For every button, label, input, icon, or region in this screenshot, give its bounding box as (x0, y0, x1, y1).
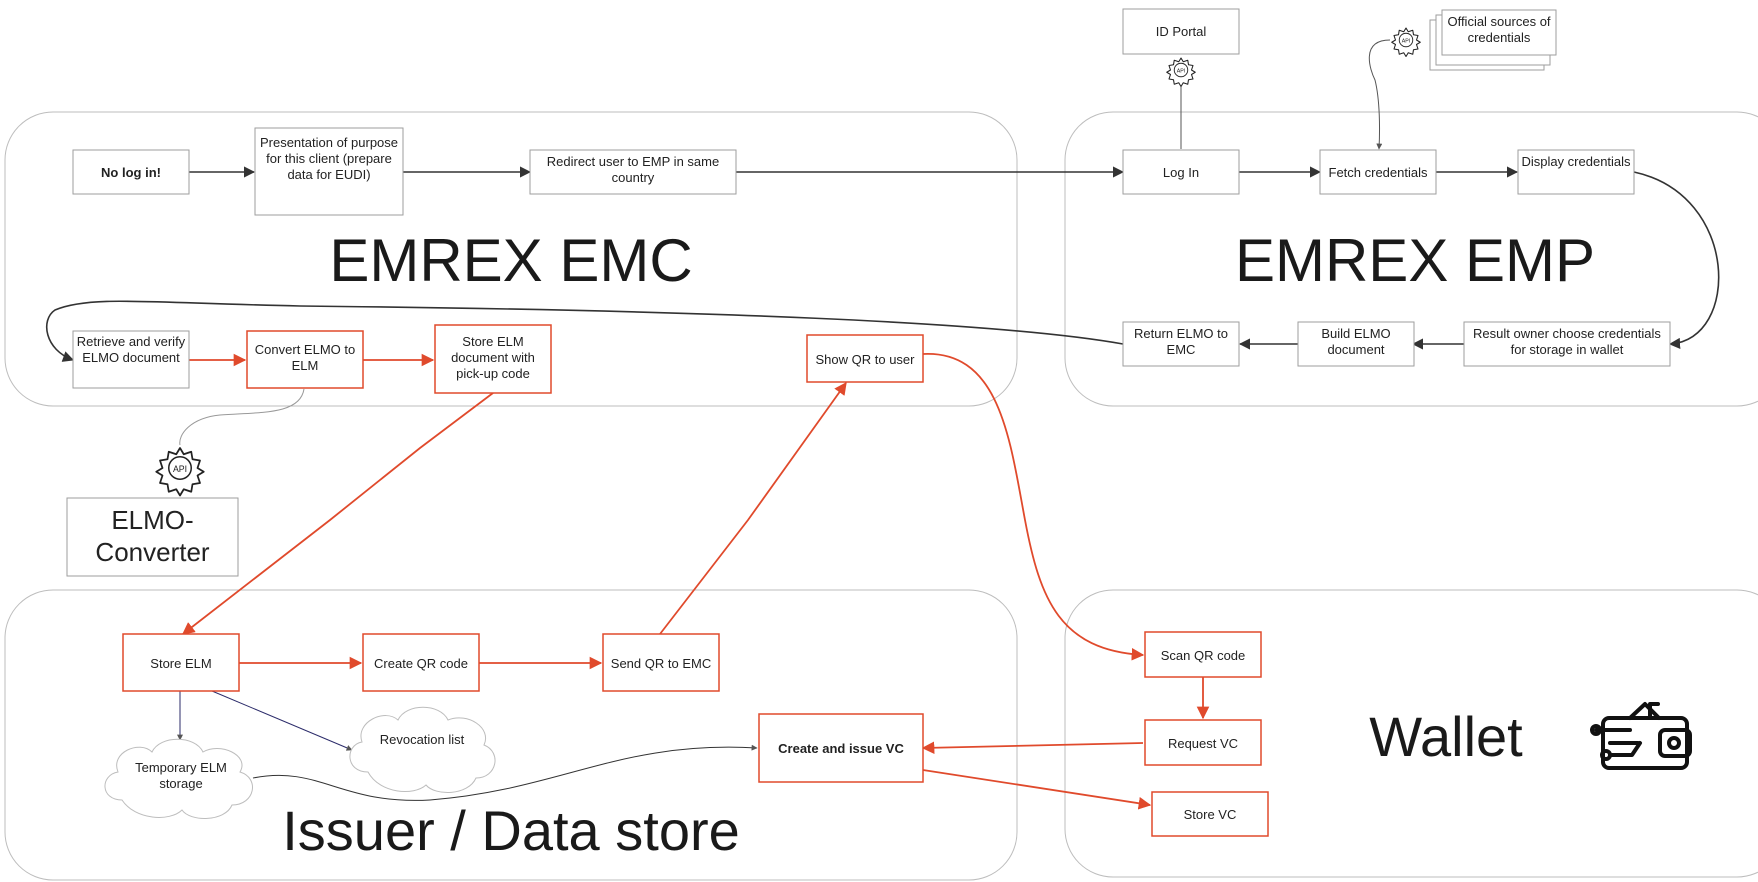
svg-text:Create QR code: Create QR code (374, 656, 468, 671)
node-temp-storage: Temporary ELM storage (104, 738, 253, 819)
region-issuer (4, 589, 1018, 881)
region-title-issuer: Issuer / Data store (282, 799, 740, 862)
edge-display-result (1633, 171, 1720, 349)
edge-convert-api (179, 388, 305, 446)
node-retrieve: Retrieve and verify ELMO document (72, 330, 190, 389)
node-create-issue-vc: Create and issue VC (758, 713, 924, 783)
edge-request-createvc (921, 741, 1144, 755)
edge-return-retrieve (45, 300, 1124, 362)
edge-sendqr-showqr (659, 381, 847, 635)
edge-api-fetch (1368, 39, 1391, 150)
svg-text:Send QR to EMC: Send QR to EMC (611, 656, 711, 671)
node-presentation: Presentation of purpose for this client … (254, 127, 404, 216)
red-flows (182, 353, 1210, 810)
node-no-login: No log in! (72, 149, 190, 195)
node-fetch: Fetch credentials (1319, 149, 1437, 195)
node-show-qr: Show QR to user (806, 334, 924, 383)
region-emp (1064, 111, 1758, 407)
svg-text:Scan QR code: Scan QR code (1161, 648, 1246, 663)
svg-text:ID Portal: ID Portal (1156, 24, 1207, 39)
wallet-icon (1590, 702, 1692, 770)
node-official-sources: Official sources of credentials (1447, 14, 1550, 45)
node-convert: Convert ELMO to ELM (246, 330, 364, 389)
svg-text:Log In: Log In (1163, 165, 1199, 180)
region-title-wallet: Wallet (1369, 705, 1523, 768)
node-build-elmo: Build ELMO document (1297, 321, 1415, 367)
region-title-emc: EMREX EMC (329, 227, 692, 294)
node-store-elm-doc: Store ELM document with pick-up code (434, 324, 552, 394)
edge-storedoc-storeelm (182, 392, 494, 635)
node-send-qr: Send QR to EMC (602, 633, 720, 692)
svg-text:Store ELM: Store ELM (150, 656, 211, 671)
node-redirect: Redirect user to EMP in same country (529, 149, 737, 195)
node-request-vc: Request VC (1144, 719, 1262, 766)
region-emc (4, 111, 1018, 407)
edge-storeelm-revocation (211, 690, 353, 751)
svg-text:Fetch credentials: Fetch credentials (1329, 165, 1428, 180)
region-title-emp: EMREX EMP (1235, 227, 1595, 294)
svg-text:API: API (1177, 68, 1185, 74)
svg-text:Show QR to user: Show QR to user (816, 352, 916, 367)
stacked-documents-icon (1429, 9, 1557, 71)
svg-text:Create and issue VC: Create and issue VC (778, 741, 904, 756)
dark-flows (45, 166, 1720, 362)
node-scan-qr: Scan QR code (1144, 631, 1262, 678)
node-store-elm: Store ELM (122, 633, 240, 692)
edge-showqr-scan (922, 353, 1145, 661)
node-return-elmo: Return ELMO to EMC (1122, 321, 1240, 367)
node-id-portal: ID Portal (1122, 8, 1240, 55)
node-store-vc: Store VC (1151, 791, 1269, 837)
edge-temp-createvc (252, 744, 758, 801)
svg-text:API: API (173, 464, 187, 474)
edge-createvc-storevc (922, 769, 1152, 810)
node-revocation: Revocation list (349, 706, 496, 794)
node-log-in: Log In (1122, 149, 1240, 195)
svg-text:No log in!: No log in! (101, 165, 161, 180)
api-gear-icon: API (1391, 27, 1421, 58)
svg-text:API: API (1402, 38, 1410, 44)
thin-connectors (177, 39, 1391, 801)
node-create-qr: Create QR code (362, 633, 480, 692)
region-wallet (1064, 589, 1758, 878)
svg-text:Store VC: Store VC (1184, 807, 1237, 822)
api-gear-icon: API (155, 447, 205, 497)
node-display: Display credentials (1517, 149, 1635, 195)
api-gear-icon: API (1166, 57, 1196, 88)
node-result-owner: Result owner choose credentials for stor… (1463, 321, 1671, 367)
svg-text:Request VC: Request VC (1168, 736, 1238, 751)
node-elmo-converter: ELMO-Converter (66, 497, 239, 577)
